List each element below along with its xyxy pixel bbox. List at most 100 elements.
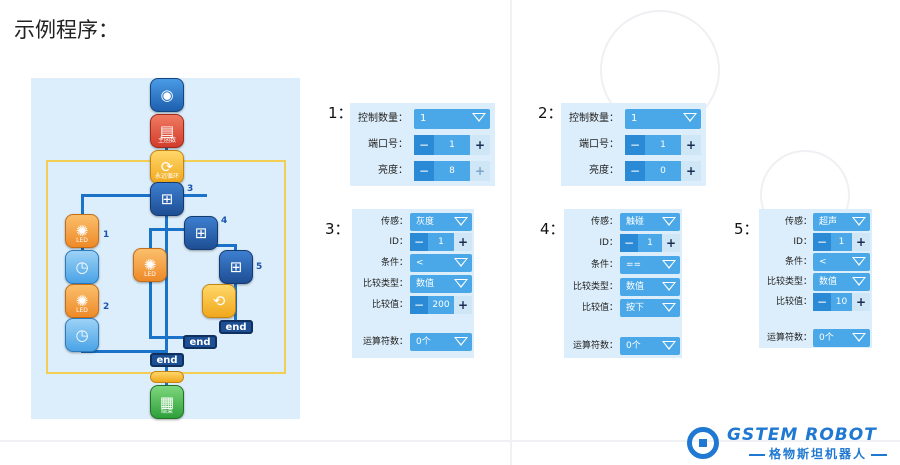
led-block-2[interactable]: ✺ LED [65,284,99,318]
condition-dropdown[interactable]: == [620,256,680,274]
minus-button[interactable]: − [625,161,645,181]
plus-button[interactable]: + [681,135,701,155]
block-number-2: 2 [103,302,110,312]
condition-dropdown[interactable]: < [813,253,870,271]
compare-type-dropdown[interactable]: 数值 [410,275,472,293]
dropdown-arrow-icon [683,113,697,122]
condition-block-3[interactable]: ⊞ [150,182,184,216]
field-label: 比较类型： [362,279,408,289]
field-label: 条件： [590,260,618,270]
plus-button[interactable]: + [852,233,870,251]
condition-block-5[interactable]: ⊞ [219,250,253,284]
id-stepper[interactable]: − 1 + [620,234,680,252]
dropdown-arrow-icon [454,337,468,346]
brightness-stepper[interactable]: − 8 + [414,161,490,181]
field-label: 运算符数： [362,337,408,347]
start-robot-block[interactable]: ◉ [150,78,184,112]
operator-count-dropdown[interactable]: 0个 [813,329,870,347]
operator-count-dropdown[interactable]: 0个 [620,337,680,355]
led-icon: ✺ [75,291,89,310]
port-number-stepper[interactable]: − 1 + [414,135,490,155]
port-number-stepper[interactable]: − 1 + [625,135,701,155]
compare-type-dropdown[interactable]: 数值 [620,278,680,296]
field-label: ID： [599,238,618,248]
sensor-dropdown[interactable]: 触碰 [620,213,680,231]
field-label: 传感： [380,217,408,227]
flow-line [167,194,207,197]
dropdown-arrow-icon [852,217,866,226]
block-caption: 永远循环 [154,173,179,180]
dropdown-arrow-icon [472,113,486,122]
compare-value-dropdown[interactable]: 按下 [620,299,680,317]
operator-count-dropdown[interactable]: 0个 [410,333,472,351]
minus-button[interactable]: − [414,161,434,181]
field-label: 比较类型： [572,282,618,292]
plus-button[interactable]: + [852,293,870,311]
sensor-dropdown[interactable]: 灰度 [410,213,472,231]
field-label: 比较类型： [766,277,812,287]
timer-block-2[interactable]: ◷ [65,318,99,352]
field-label: 传感： [590,217,618,227]
dropdown-arrow-icon [454,258,468,267]
plus-button[interactable]: + [681,161,701,181]
condition-icon: ⊞ [229,257,243,276]
id-stepper[interactable]: − 1 + [410,233,472,251]
condition-icon: ⊞ [160,189,174,208]
timer-icon: ◷ [75,325,89,344]
field-label: 控制数量： [358,113,408,124]
minus-button[interactable]: − [813,293,831,311]
minus-button[interactable]: − [625,135,645,155]
plus-button[interactable]: + [470,161,490,181]
sensor-dropdown[interactable]: 超声 [813,213,870,231]
field-label: 比较值： [581,303,618,313]
forever-loop-block[interactable]: ⟳ 永远循环 [150,150,184,184]
flow-line [149,228,152,336]
robot-icon: ◉ [160,85,174,104]
program-end-block[interactable]: ▦ 结束 [150,385,184,419]
timer-block-1[interactable]: ◷ [65,250,99,284]
plus-button[interactable]: + [454,296,472,314]
field-label: 端口号： [368,139,408,150]
condition-block-4[interactable]: ⊞ [184,216,218,250]
block-number-4: 4 [221,216,228,226]
dropdown-arrow-icon [454,217,468,226]
end-label: end [183,335,217,349]
panel-number-3: 3： [325,220,350,238]
compare-type-dropdown[interactable]: 数值 [813,273,870,291]
field-label: 条件： [784,257,812,267]
block-caption: LED [76,237,88,244]
main-function-block[interactable]: ▤ 主函数 [150,114,184,148]
plus-button[interactable]: + [454,233,472,251]
led-block-1[interactable]: ✺ LED [65,214,99,248]
block-caption: 主函数 [157,137,176,144]
minus-button[interactable]: − [620,234,638,252]
dropdown-arrow-icon [852,257,866,266]
control-count-dropdown[interactable]: 1 [625,109,701,129]
id-stepper[interactable]: − 1 + [813,233,870,251]
compare-value-stepper[interactable]: − 200 + [410,296,472,314]
end-label: end [150,353,184,367]
field-label: ID： [793,237,812,247]
led-icon: ✺ [143,255,157,274]
control-count-dropdown[interactable]: 1 [414,109,490,129]
dropdown-arrow-icon [852,277,866,286]
minus-button[interactable]: − [410,296,428,314]
sensor-config-panel-5: 传感： 超声 ID： − 1 + 条件： < 比较类型： 数值 比较值： − 1… [759,209,872,348]
program-end-icon: ▦ [159,392,175,411]
flow-line [149,336,211,339]
minus-button[interactable]: − [414,135,434,155]
repeat-block[interactable]: ⟲ [202,284,236,318]
led-config-panel-2: 控制数量： 1 端口号： − 1 + 亮度： − 0 + [561,103,706,186]
compare-value-stepper[interactable]: − 10 + [813,293,870,311]
plus-button[interactable]: + [662,234,680,252]
sensor-config-panel-4: 传感： 触碰 ID： − 1 + 条件： == 比较类型： 数值 比较值： 按下 [564,209,682,358]
field-label: 亮度： [378,165,408,176]
plus-button[interactable]: + [470,135,490,155]
condition-dropdown[interactable]: < [410,254,472,272]
sensor-config-panel-3: 传感： 灰度 ID： − 1 + 条件： < 比较类型： 数值 比较值： − 2… [352,209,474,358]
minus-button[interactable]: − [410,233,428,251]
minus-button[interactable]: − [813,233,831,251]
brightness-stepper[interactable]: − 0 + [625,161,701,181]
background-line-decoration [510,0,512,465]
led-block-3[interactable]: ✺ LED [133,248,167,282]
